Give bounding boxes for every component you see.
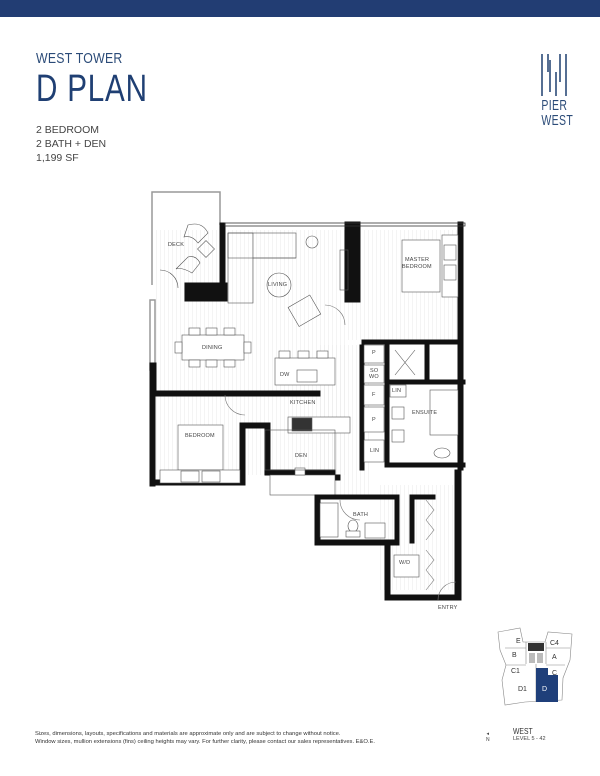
label-dining: DINING <box>202 345 223 351</box>
disclaimer-line-1: Sizes, dimensions, layouts, specificatio… <box>35 731 341 737</box>
label-linen-1: LIN <box>392 388 402 394</box>
spec-bedrooms: 2 BEDROOM <box>36 124 100 136</box>
key-plan: E C4 B A C1 C D1 D <box>490 620 590 716</box>
logo-text-west: WEST <box>541 112 574 129</box>
label-bedroom: BEDROOM <box>185 433 215 439</box>
logo-text-pier: PIER <box>541 97 568 114</box>
kp-unit-c: C <box>552 670 558 677</box>
floor-plan: DECK LIVING DINING DW KITCHEN MASTER BED… <box>140 185 480 620</box>
north-indicator: ◂ N <box>486 731 490 743</box>
spec-area: 1,199 SF <box>36 152 79 164</box>
den-desk <box>264 429 336 496</box>
bedroom-bed <box>159 424 241 484</box>
highlighted-unit-d <box>536 668 558 702</box>
kp-unit-d: D <box>542 686 548 693</box>
kp-unit-d1: D1 <box>518 686 527 693</box>
kitchen-island <box>274 350 351 434</box>
label-pantry-1: P <box>372 350 376 356</box>
keyplan-levels: LEVEL 5 - 42 <box>513 736 546 742</box>
label-ensuite: ENSUITE <box>412 410 438 416</box>
pier-west-logo-icon <box>541 54 567 96</box>
label-bath: BATH <box>353 512 369 518</box>
label-wd: W/D <box>399 560 411 566</box>
label-entry: ENTRY <box>438 605 458 611</box>
master-bed <box>401 234 459 298</box>
label-so: SO <box>370 368 379 374</box>
plan-title: D PLAN <box>36 68 148 110</box>
label-pantry-2: P <box>372 417 376 423</box>
plan-specs: 2 BEDROOM 2 BATH + DEN 1,199 SF <box>36 123 179 165</box>
north-label: N <box>486 737 490 743</box>
plan-header: WEST TOWER D PLAN 2 BEDROOM 2 BATH + DEN… <box>36 50 179 165</box>
tower-name: WEST TOWER <box>36 50 123 67</box>
label-living: LIVING <box>268 282 288 288</box>
kp-unit-b: B <box>512 652 517 659</box>
kp-unit-e: E <box>516 638 521 645</box>
kp-unit-c4: C4 <box>550 640 559 647</box>
label-fridge: F <box>372 392 376 398</box>
floor-plan-drawing <box>149 191 466 601</box>
kp-unit-c1: C1 <box>511 668 520 675</box>
label-wo: WO <box>369 374 379 380</box>
top-brand-bar <box>0 0 600 17</box>
key-plan-drawing <box>494 627 576 716</box>
keyplan-tower: WEST <box>513 727 533 736</box>
label-master-2: BEDROOM <box>402 264 432 270</box>
label-kitchen: KITCHEN <box>290 400 316 406</box>
disclaimer-line-2: Window sizes, mullion extensions (fins) … <box>35 739 376 745</box>
disclaimer: Sizes, dimensions, layouts, specificatio… <box>35 730 375 746</box>
label-den: DEN <box>295 453 308 459</box>
deck <box>151 191 221 285</box>
label-dw: DW <box>280 372 290 378</box>
dining-table <box>174 327 252 368</box>
pier-west-logo: PIER WEST <box>536 52 574 129</box>
label-deck: DECK <box>168 242 185 248</box>
label-master-1: MASTER <box>405 257 430 263</box>
north-arrow-icon: ◂ <box>486 731 490 737</box>
spec-baths: 2 BATH + DEN <box>36 138 107 150</box>
label-linen-2: LIN <box>370 448 380 454</box>
kp-unit-a: A <box>552 654 557 661</box>
sofa <box>227 232 349 327</box>
